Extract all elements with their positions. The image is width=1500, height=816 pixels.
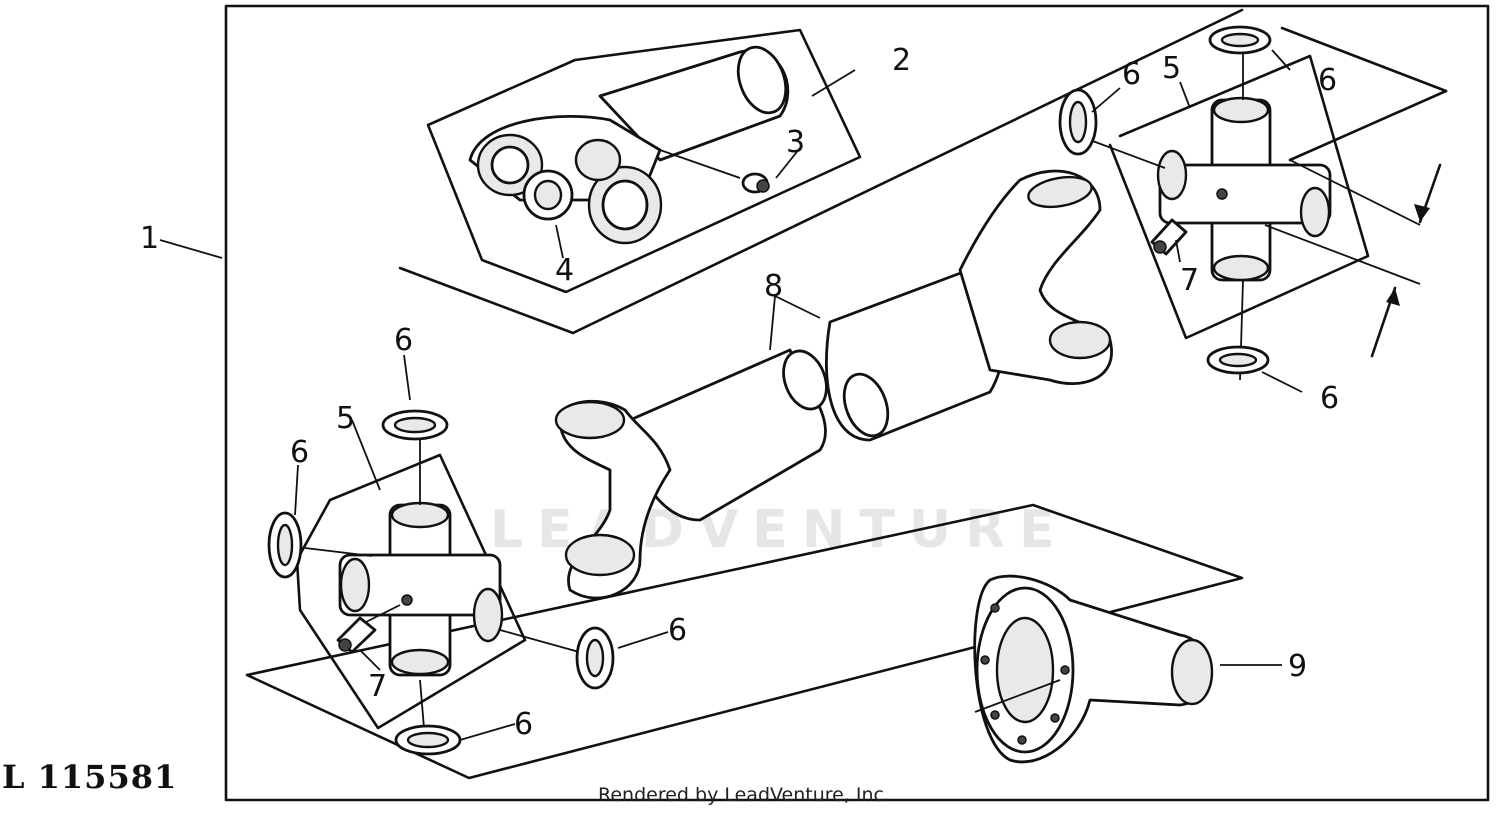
callout-7-right: 7: [1180, 263, 1199, 298]
shaft-bracket-bottom: [245, 503, 1244, 780]
callout-6-right-top: 6: [1318, 63, 1337, 98]
snap-ring-left-bottom: [394, 724, 462, 756]
callout-6-right-side: 6: [1122, 57, 1141, 92]
callout-7-left: 7: [368, 669, 387, 704]
callout-6-left-side: 6: [290, 435, 309, 470]
render-credit: Rendered by LeadVenture, Inc.: [598, 784, 891, 806]
callout-6-left-bottom: 6: [514, 707, 533, 742]
figure-id: L 115581: [2, 758, 178, 796]
driveshaft-tube-part: [554, 169, 1113, 600]
right-universal-joint-cross: [1156, 96, 1332, 282]
shaft-bracket-top: [398, 8, 1244, 335]
grease-fitting-left: [336, 616, 377, 654]
diagram-frame: [224, 4, 1490, 802]
callout-8: 8: [764, 269, 783, 304]
callout-1: 1: [140, 221, 159, 256]
grease-fitting-3: [659, 149, 770, 194]
callout-6-left-top: 6: [394, 323, 413, 358]
snap-ring-right-side: [1058, 88, 1098, 156]
callout-6-left-right: 6: [668, 613, 687, 648]
snap-ring-left-side: [267, 511, 303, 579]
callout-2: 2: [892, 43, 911, 78]
yoke-group-outline: [426, 28, 862, 294]
slip-yoke-part: [468, 45, 790, 245]
callout-5-right: 5: [1162, 51, 1181, 86]
snap-ring-left-top: [381, 409, 449, 441]
companion-flange-part: [973, 574, 1214, 764]
right-cross-group-outline: [1108, 54, 1370, 340]
snap-ring-left-right: [575, 626, 615, 690]
callout-6-right-bottom: 6: [1320, 381, 1339, 416]
callout-9: 9: [1288, 649, 1307, 684]
left-universal-joint-cross: [338, 501, 504, 677]
snap-ring-right-bottom: [1206, 345, 1270, 375]
callout-3: 3: [786, 125, 805, 160]
grease-fitting-right: [1150, 218, 1188, 256]
callout-4: 4: [555, 253, 574, 288]
dimension-arrows: [1264, 159, 1442, 358]
left-cross-group-outline: [295, 453, 527, 730]
right-bracket-line-2: [1288, 89, 1448, 162]
snap-ring-right-top: [1208, 25, 1272, 55]
callout-5-left: 5: [336, 401, 355, 436]
right-bracket-line: [1280, 26, 1448, 93]
